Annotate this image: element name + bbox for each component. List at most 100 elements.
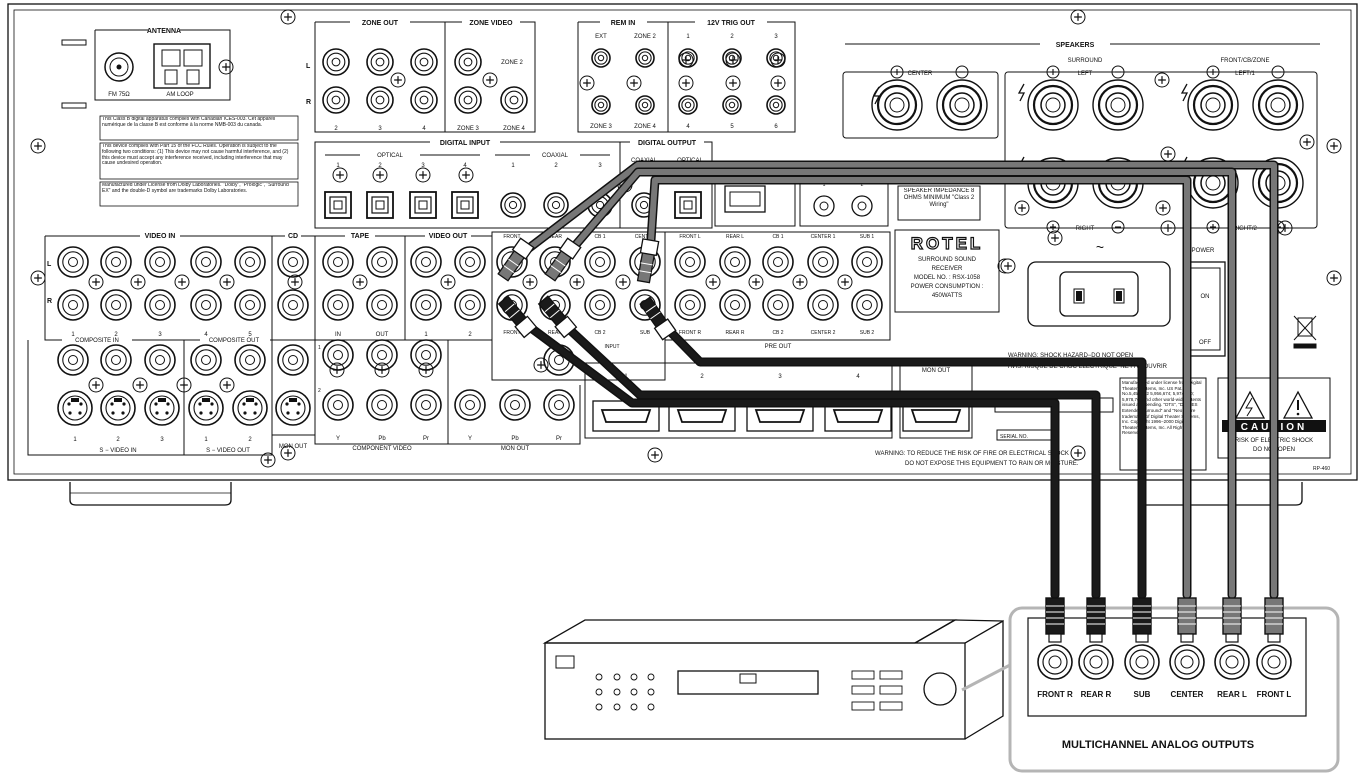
- output-jack-center: CENTER: [1169, 597, 1205, 699]
- preout-title: PRE OUT: [765, 344, 792, 350]
- preout-jack: [762, 246, 794, 278]
- svideo-jacks: [57, 390, 311, 426]
- preout-jack: [807, 289, 839, 321]
- component-num-1: 1: [318, 345, 321, 351]
- screw-icon: [522, 274, 538, 290]
- zone-video-title: ZONE VIDEO: [469, 20, 513, 27]
- cables: [510, 160, 1279, 600]
- ir-num-2: 2: [861, 182, 864, 188]
- screw-icon: [440, 274, 456, 290]
- speakers-title: SPEAKERS: [1056, 42, 1095, 49]
- component-jack: [366, 339, 398, 371]
- component-jack: [322, 389, 354, 421]
- svideo-out-title: S − VIDEO OUT: [206, 448, 250, 454]
- plus-icon: [1046, 65, 1060, 79]
- coaxial-label: COAXIAL: [542, 153, 569, 159]
- speaker-impedance-note: SPEAKER IMPEDANCE 8 OHMS MINIMUM "Class …: [897, 185, 981, 221]
- optical-port: [366, 191, 394, 219]
- svideo-out-num-2: 2: [248, 437, 252, 443]
- antenna-section: ANTENNA FM 75Ω AM LOOP: [61, 28, 231, 109]
- power-title: POWER: [1192, 248, 1215, 254]
- sub-cable: [652, 313, 1145, 598]
- dts-notice: Manufactured under license from Digital …: [1122, 380, 1202, 436]
- compliance-notices: This Class B digital apparatus complies …: [99, 115, 299, 207]
- binding-post: [1092, 79, 1144, 131]
- audio-video-jack: [100, 246, 132, 278]
- screw-icon: [837, 274, 853, 290]
- screw-icon: [1070, 445, 1086, 461]
- zone-out-jack: [366, 48, 394, 76]
- tape-section: TAPE IN OUT: [315, 232, 406, 341]
- svideo-jack: [57, 390, 93, 426]
- video-in-num-1: 1: [71, 332, 75, 338]
- center-cable: [647, 177, 1190, 598]
- mon-comp-label-pr: Pr: [556, 436, 562, 442]
- audio-video-jack: [366, 289, 398, 321]
- plus-icon: [1206, 65, 1220, 79]
- composite-jack: [190, 344, 222, 376]
- preout-jack: [807, 246, 839, 278]
- output-label: SUB: [1134, 690, 1151, 699]
- part-number: RP-460: [1313, 466, 1330, 472]
- zone-video-jack: [454, 48, 482, 76]
- rem-in-title: REM IN: [611, 20, 636, 27]
- screw-icon: [280, 9, 296, 25]
- preout-center2: CENTER 2: [811, 330, 836, 336]
- audio-video-jack: [57, 289, 89, 321]
- svideo-out-num-1: 1: [204, 437, 208, 443]
- warning-line-4: DO NOT EXPOSE THIS EQUIPMENT TO RAIN OR …: [905, 461, 1079, 467]
- rem-in-ext: EXT: [595, 34, 607, 40]
- screw-icon: [130, 274, 146, 290]
- trig-label-1: 1: [686, 34, 690, 40]
- serial-label: SERIAL NO.: [1000, 434, 1028, 440]
- svg-text:L: L: [306, 63, 311, 70]
- preout-jack: [719, 289, 751, 321]
- screw-icon: [678, 75, 694, 91]
- trig-jack: [766, 95, 786, 115]
- video-out-title: VIDEO OUT: [429, 233, 468, 240]
- component-jack: [410, 339, 442, 371]
- svideo-in-num-1: 1: [73, 437, 77, 443]
- plus-icon: [1046, 220, 1060, 234]
- audio-video-jack: [277, 289, 309, 321]
- screw-icon: [88, 274, 104, 290]
- zone-out-section: ZONE OUT LR 2 3 4: [306, 20, 446, 133]
- binding-post: [871, 79, 923, 131]
- optical-port: [324, 191, 352, 219]
- screw-icon: [725, 75, 741, 91]
- coax-input-jack: [543, 192, 569, 218]
- preout-jack: [674, 246, 706, 278]
- model-plate: ROTEL SURROUND SOUND RECEIVER MODEL NO. …: [894, 229, 1000, 313]
- video-in-num-4: 4: [204, 332, 208, 338]
- warning-line-2: AVIS: RISQUE DE CHOC ELECTRIQUE−NE PAS O…: [1008, 364, 1168, 370]
- screw-icon: [415, 167, 431, 183]
- audio-video-jack: [410, 246, 442, 278]
- screw-icon: [332, 167, 348, 183]
- speaker-surround-label: SURROUND: [1068, 58, 1103, 64]
- rear-r-cable: [552, 313, 1099, 598]
- pre-out-section: FRONT L REAR L CB 1 CENTER 1 SUB 1 FRONT…: [665, 231, 891, 350]
- optical-port: [451, 191, 479, 219]
- screw-icon: [174, 274, 190, 290]
- output-jack-sub: SUB: [1124, 597, 1160, 699]
- screw-icon: [1160, 146, 1176, 162]
- component-label-pr: Pr: [423, 436, 429, 442]
- output-label: REAR R: [1081, 690, 1112, 699]
- screw-icon: [569, 274, 585, 290]
- preout-cb2: CB 2: [772, 330, 783, 336]
- speaker-left-label: LEFT: [1078, 71, 1093, 77]
- screw-icon: [280, 445, 296, 461]
- svideo-jack: [232, 390, 268, 426]
- zone-video-section: ZONE VIDEO ZONE 2 ZONE 3 ZONE 4: [445, 18, 536, 133]
- screw-icon: [626, 75, 642, 91]
- optical-label: OPTICAL: [377, 153, 403, 159]
- lightning-icon: [1017, 83, 1026, 102]
- screw-icon: [1326, 138, 1342, 154]
- plus-icon: [890, 65, 904, 79]
- binding-post: [1027, 79, 1079, 131]
- preout-cb1: CB 1: [772, 234, 783, 240]
- screw-icon: [390, 72, 406, 88]
- impedance-text: SPEAKER IMPEDANCE 8 OHMS MINIMUM "Class …: [903, 188, 975, 208]
- screw-icon: [458, 167, 474, 183]
- output-jack-front-r: FRONT R: [1037, 597, 1073, 699]
